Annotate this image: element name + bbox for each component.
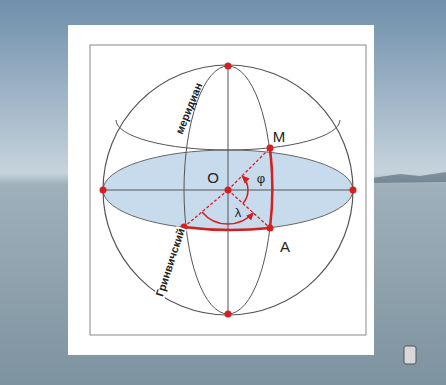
lambda-arc xyxy=(202,212,253,224)
shore xyxy=(372,172,446,183)
radius-om xyxy=(228,148,270,190)
radius-oa xyxy=(228,190,270,228)
latitude-arc xyxy=(270,148,272,228)
corner-icon xyxy=(404,346,416,364)
phi-arc xyxy=(242,176,248,204)
sphere-outline xyxy=(103,65,353,315)
point-label: A xyxy=(279,239,291,254)
point-label: M xyxy=(272,129,287,144)
points xyxy=(100,63,357,318)
white-panel xyxy=(68,25,374,355)
radius-og xyxy=(184,190,228,227)
frame xyxy=(90,45,366,335)
angle-label: λ xyxy=(234,206,243,219)
angle-label: φ xyxy=(256,172,266,185)
point-label: O xyxy=(206,170,220,185)
longitude-arc xyxy=(184,227,270,230)
parallel xyxy=(116,120,340,150)
